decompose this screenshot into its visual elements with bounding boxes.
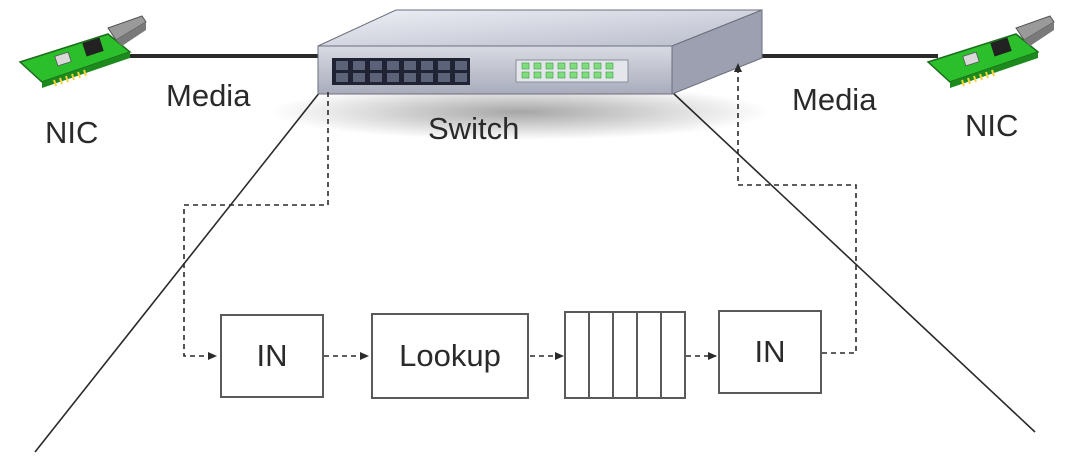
media-left-label: Media [166, 78, 251, 113]
nic-right-label: NIC [965, 108, 1019, 143]
dashed-path-ingress [183, 92, 329, 360]
ingress-stage-box: IN [220, 314, 324, 398]
queue-buffer [564, 311, 686, 399]
zoom-line-left [34, 91, 321, 453]
media-right-label: Media [792, 82, 877, 117]
zoom-line-right [671, 91, 1036, 433]
nic-left-label: NIC [45, 115, 99, 150]
network-switch-icon [317, 9, 763, 95]
switch-leds [515, 59, 629, 83]
switch-ports [332, 58, 470, 85]
egress-stage-box: IN [718, 310, 822, 394]
network-card-icon-left [18, 15, 147, 88]
network-card-icon-right [926, 15, 1055, 88]
switch-label: Switch [428, 111, 520, 146]
lookup-stage-box: Lookup [371, 313, 529, 399]
switch-shadow [270, 84, 770, 140]
dashed-path-egress [734, 63, 857, 354]
